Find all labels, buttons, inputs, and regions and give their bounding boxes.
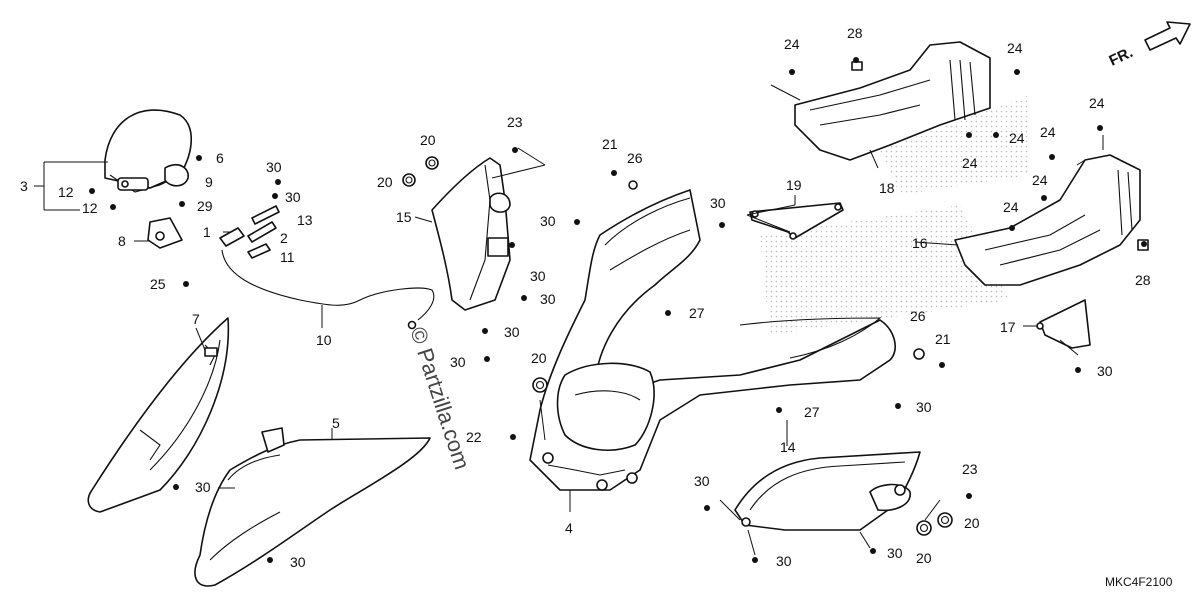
callout-23b: 23 bbox=[962, 461, 978, 477]
callout-21b: 21 bbox=[935, 331, 951, 347]
callout-24a: 24 bbox=[784, 36, 800, 52]
fasteners bbox=[89, 57, 1147, 563]
callout-26a: 26 bbox=[627, 150, 643, 166]
part-7-side-cover bbox=[87, 317, 230, 513]
callout-24b: 24 bbox=[1007, 40, 1023, 56]
callout-11: 11 bbox=[280, 249, 295, 265]
callout-30-4: 30 bbox=[530, 268, 546, 284]
callout-30-3: 30 bbox=[540, 213, 556, 229]
callout-30-8: 30 bbox=[710, 195, 726, 211]
callout-28a: 28 bbox=[847, 25, 863, 41]
callout-12a: 12 bbox=[58, 184, 74, 200]
callout-30-9: 30 bbox=[1097, 363, 1113, 379]
part-3-cover-assembly bbox=[104, 109, 192, 249]
diagram-code: MKC4F2100 bbox=[1105, 575, 1173, 589]
front-direction-arrow: FR. bbox=[1107, 21, 1191, 70]
callout-13: 13 bbox=[297, 212, 313, 228]
callout-20b: 20 bbox=[377, 174, 393, 190]
part-19-stay bbox=[749, 202, 844, 240]
callout-18: 18 bbox=[879, 180, 895, 196]
callout-20a: 20 bbox=[420, 132, 436, 148]
part-15-inner-panel bbox=[431, 157, 511, 311]
callout-1: 1 bbox=[203, 224, 211, 240]
direction-label: FR. bbox=[1107, 44, 1136, 70]
callout-24f: 24 bbox=[1040, 124, 1056, 140]
callout-20c: 20 bbox=[531, 350, 547, 366]
callout-30-11: 30 bbox=[694, 473, 710, 489]
shading-mid-right bbox=[760, 205, 1010, 335]
part-4-front-cover bbox=[529, 189, 896, 491]
callout-30-15: 30 bbox=[195, 479, 211, 495]
callout-2: 2 bbox=[280, 230, 288, 246]
callout-4: 4 bbox=[565, 520, 573, 536]
part-5-lower-cover bbox=[194, 427, 431, 587]
callout-22: 22 bbox=[466, 429, 482, 445]
callout-30-13: 30 bbox=[887, 545, 903, 561]
callout-14: 14 bbox=[780, 439, 796, 455]
callout-30-6: 30 bbox=[504, 324, 520, 340]
callout-20d: 20 bbox=[964, 515, 980, 531]
callout-30-10: 30 bbox=[916, 399, 932, 415]
callout-30-7: 30 bbox=[450, 354, 466, 370]
callout-30-2: 30 bbox=[285, 189, 301, 205]
callout-19: 19 bbox=[786, 177, 802, 193]
callout-24e: 24 bbox=[1089, 95, 1105, 111]
callout-27a: 27 bbox=[689, 305, 705, 321]
callout-26b: 26 bbox=[910, 308, 926, 324]
callout-23a: 23 bbox=[507, 114, 523, 130]
arrow-icon bbox=[1144, 21, 1191, 51]
callout-30-12: 30 bbox=[776, 553, 792, 569]
callout-27b: 27 bbox=[804, 404, 820, 420]
callout-24d: 24 bbox=[962, 155, 978, 171]
callout-20e: 20 bbox=[916, 550, 932, 566]
callout-12b: 12 bbox=[82, 200, 98, 216]
callout-labels: 1 2 3 4 5 6 7 8 9 10 11 12 12 13 14 15 1… bbox=[20, 25, 1151, 570]
callout-7: 7 bbox=[192, 311, 200, 327]
small-clips bbox=[219, 205, 280, 259]
callout-8: 8 bbox=[118, 233, 126, 249]
callout-29: 29 bbox=[197, 198, 213, 214]
callout-16: 16 bbox=[912, 235, 928, 251]
callout-17: 17 bbox=[1000, 319, 1016, 335]
callout-30-1: 30 bbox=[266, 159, 282, 175]
callout-24h: 24 bbox=[1003, 199, 1019, 215]
callout-10: 10 bbox=[316, 332, 332, 348]
callout-6: 6 bbox=[216, 150, 224, 166]
callout-28b: 28 bbox=[1135, 272, 1151, 288]
callout-5: 5 bbox=[332, 415, 340, 431]
callout-15: 15 bbox=[396, 209, 412, 225]
leader-lines bbox=[34, 84, 1104, 556]
callout-21a: 21 bbox=[602, 136, 618, 152]
part-14-side-cover bbox=[734, 451, 921, 531]
callout-30-14: 30 bbox=[290, 554, 306, 570]
callout-24c: 24 bbox=[1009, 130, 1025, 146]
callout-30-5: 30 bbox=[540, 291, 556, 307]
part-17-bracket bbox=[1036, 299, 1091, 349]
grommets bbox=[402, 156, 953, 536]
part-18-bracket bbox=[794, 41, 991, 161]
callout-9: 9 bbox=[205, 174, 213, 190]
callout-24g: 24 bbox=[1032, 172, 1048, 188]
callout-3: 3 bbox=[20, 178, 28, 194]
part-10-cable bbox=[221, 249, 435, 330]
callout-25: 25 bbox=[150, 276, 166, 292]
shading-upper-right bbox=[880, 95, 1030, 195]
